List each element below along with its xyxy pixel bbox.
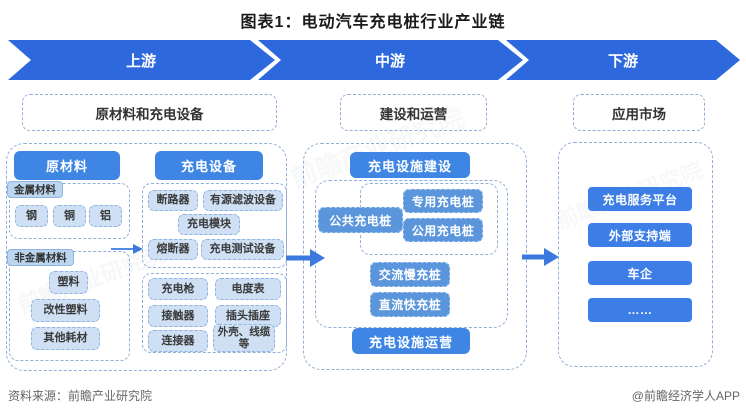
credit-note: @前瞻经济学人APP bbox=[631, 389, 740, 403]
banner-label-downstream: 下游 bbox=[608, 52, 638, 70]
material-item-label: 铝 bbox=[100, 209, 111, 222]
equip-item-label: 插头插座 bbox=[226, 309, 270, 322]
material-item-other-consumables: 其他耗材 bbox=[31, 327, 100, 350]
downstream-item-automakers: 车企 bbox=[588, 261, 692, 285]
material-item-modified-plastic: 改性塑料 bbox=[31, 299, 100, 322]
downstream-item-label: …… bbox=[627, 303, 653, 317]
pile-public-use: 公用充电桩 bbox=[403, 218, 483, 242]
downstream-panel bbox=[558, 142, 713, 367]
material-item-label: 其他耗材 bbox=[43, 332, 88, 345]
metal-materials-box bbox=[9, 183, 130, 239]
equip-item-shell-cable: 外壳、线缆等 bbox=[213, 324, 275, 352]
equip-item-active-filter: 有源滤波设备 bbox=[203, 190, 283, 211]
pile-label: 专用充电桩 bbox=[411, 194, 475, 209]
overview-upstream-label: 原材料和充电设备 bbox=[95, 106, 204, 122]
stage-banner: 上游 中游 下游 bbox=[8, 40, 740, 80]
downstream-item-label: 车企 bbox=[627, 266, 653, 281]
overview-upstream: 原材料和充电设备 bbox=[22, 94, 277, 131]
equip-item-charging-module: 充电模块 bbox=[178, 214, 240, 235]
equip-item-label: 充电枪 bbox=[161, 282, 195, 295]
page-title: 图表1：电动汽车充电桩行业产业链 bbox=[240, 14, 506, 31]
nonmetal-materials-tag: 非金属材料 bbox=[7, 249, 74, 266]
pile-dedicated: 专用充电桩 bbox=[403, 189, 483, 213]
downstream-item-external-support: 外部支持端 bbox=[588, 223, 692, 247]
equip-item-test-equipment: 充电测试设备 bbox=[201, 239, 284, 260]
construction-header: 充电设施建设 bbox=[350, 152, 470, 178]
equip-item-label: 有源滤波设备 bbox=[210, 194, 276, 207]
material-item-label: 塑料 bbox=[57, 276, 80, 289]
equip-item-fuse: 熔断器 bbox=[148, 239, 198, 260]
equip-item-label: 熔断器 bbox=[156, 243, 190, 256]
equip-item-circuit-breaker: 断路器 bbox=[148, 190, 198, 211]
equip-item-contactor: 接触器 bbox=[148, 305, 208, 327]
material-item-copper: 铜 bbox=[53, 205, 86, 227]
overview-midstream-label: 建设和运营 bbox=[379, 106, 448, 122]
source-note: 资料来源：前瞻产业研究院 bbox=[8, 389, 153, 403]
nonmetal-materials-tag-label: 非金属材料 bbox=[14, 252, 67, 264]
overview-downstream: 应用市场 bbox=[573, 94, 705, 131]
raw-materials-header-label: 原材料 bbox=[45, 159, 88, 174]
equipment-header-label: 充电设备 bbox=[180, 159, 237, 174]
operation-header-label: 充电设施运营 bbox=[368, 334, 453, 350]
metal-materials-tag-label: 金属材料 bbox=[14, 184, 56, 196]
material-item-label: 铜 bbox=[64, 209, 75, 222]
chevron-midstream bbox=[258, 40, 523, 80]
mode-ac-slow: 交流慢充桩 bbox=[370, 262, 450, 287]
downstream-item-label: 外部支持端 bbox=[608, 228, 672, 243]
banner-label-upstream: 上游 bbox=[126, 52, 156, 70]
material-item-plastic: 塑料 bbox=[49, 271, 88, 294]
metal-materials-tag: 金属材料 bbox=[7, 181, 63, 198]
raw-materials-header: 原材料 bbox=[14, 151, 120, 180]
equip-item-plug-socket: 插头插座 bbox=[215, 305, 281, 327]
equipment-box-1 bbox=[142, 183, 287, 268]
operation-header: 充电设施运营 bbox=[352, 328, 470, 354]
equip-item-label: 连接器 bbox=[161, 334, 195, 347]
equip-item-label: 充电测试设备 bbox=[209, 243, 276, 256]
pile-label: 公共充电桩 bbox=[329, 213, 392, 228]
overview-downstream-label: 应用市场 bbox=[612, 106, 666, 122]
equip-item-electricity-meter: 电度表 bbox=[215, 278, 281, 300]
material-item-label: 钢 bbox=[26, 209, 37, 222]
downstream-item-ellipsis: …… bbox=[588, 298, 692, 322]
material-item-steel: 钢 bbox=[15, 205, 48, 227]
overview-midstream: 建设和运营 bbox=[340, 94, 487, 131]
banner-label-midstream: 中游 bbox=[375, 52, 405, 70]
mode-dc-fast: 直流快充桩 bbox=[370, 292, 450, 317]
material-item-label: 改性塑料 bbox=[43, 304, 88, 317]
mode-label: 直流快充桩 bbox=[378, 298, 442, 312]
equip-item-label: 充电模块 bbox=[187, 218, 231, 231]
pile-public-shared: 公共充电桩 bbox=[318, 207, 403, 233]
equip-item-label: 断路器 bbox=[156, 194, 190, 207]
equip-item-label: 电度表 bbox=[231, 282, 265, 295]
material-item-aluminum: 铝 bbox=[89, 205, 122, 227]
chevron-downstream bbox=[506, 40, 740, 80]
chevron-upstream bbox=[8, 40, 275, 80]
mode-label: 交流慢充桩 bbox=[378, 268, 442, 282]
equip-item-charging-gun: 充电枪 bbox=[148, 278, 208, 300]
equip-item-label: 接触器 bbox=[161, 309, 195, 322]
equip-item-label: 外壳、线缆等 bbox=[217, 325, 271, 350]
equipment-header: 充电设备 bbox=[155, 151, 263, 180]
arrow-midstream-to-downstream bbox=[522, 248, 559, 266]
construction-header-label: 充电设施建设 bbox=[367, 158, 452, 174]
downstream-item-label: 充电服务平台 bbox=[602, 192, 678, 207]
equipment-box-2 bbox=[142, 273, 287, 353]
equip-item-connector: 连接器 bbox=[148, 330, 208, 352]
arrow-upstream-to-midstream bbox=[286, 249, 325, 267]
downstream-item-service-platform: 充电服务平台 bbox=[588, 187, 692, 211]
pile-label: 公用充电桩 bbox=[411, 223, 475, 238]
arrow-materials-to-equipment bbox=[111, 244, 143, 254]
